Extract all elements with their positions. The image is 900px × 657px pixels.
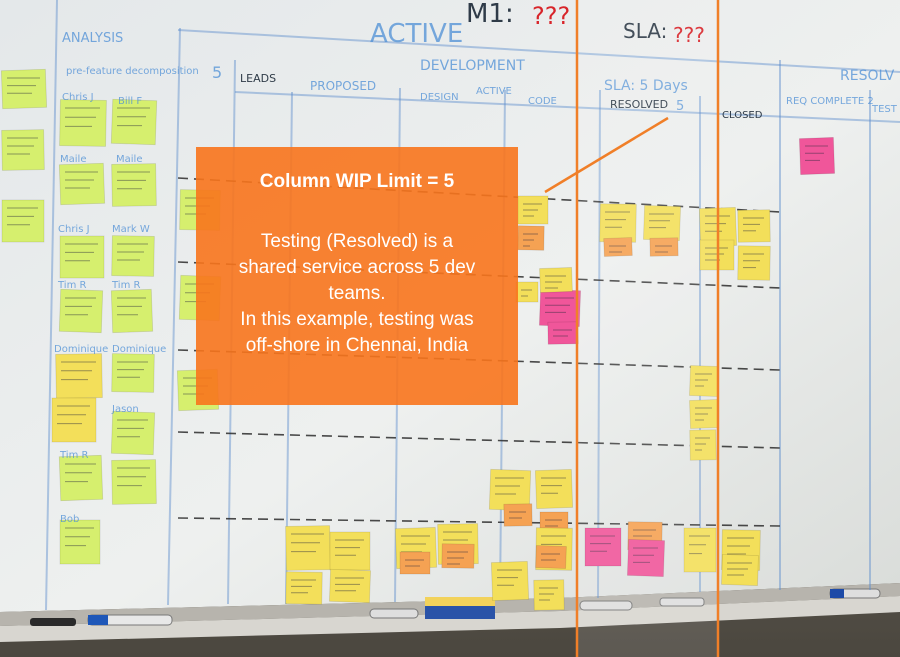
resolved-column-highlight — [575, 0, 720, 657]
resolved-label: RESOLVED — [610, 98, 668, 111]
sticky-note — [111, 235, 155, 277]
test-label: TEST — [871, 104, 898, 115]
sticky-note — [538, 288, 582, 328]
sticky-note — [584, 527, 622, 567]
sticky-note — [1, 129, 45, 171]
sticky-note — [111, 459, 157, 505]
sticky-note — [490, 560, 530, 602]
sticky-note — [0, 68, 48, 110]
analysis-name-label: Tim R — [111, 280, 140, 291]
sticky-note — [721, 553, 759, 587]
sticky-note — [399, 551, 431, 575]
header-sla-value: ??? — [673, 23, 705, 47]
sticky-note — [285, 525, 331, 571]
resolved-limit: 5 — [676, 99, 684, 114]
sticky-note — [329, 568, 371, 604]
wip-limit-callout: Column WIP Limit = 5 Testing (Resolved) … — [196, 147, 518, 405]
sticky-note — [111, 163, 157, 207]
analysis-name-label: Maile — [116, 154, 142, 165]
sticky-note — [503, 503, 533, 527]
sticky-note — [1, 199, 45, 243]
callout-line-1: Testing (Resolved) is a — [260, 231, 454, 252]
sticky-notes — [0, 68, 836, 611]
analysis-name-label: Tim R — [59, 450, 88, 461]
sticky-note — [111, 353, 155, 393]
callout-body: Testing (Resolved) is a shared service a… — [196, 229, 518, 359]
sticky-note — [626, 538, 666, 578]
callout-pointer — [544, 116, 669, 194]
sticky-note — [737, 245, 771, 281]
sticky-note — [534, 468, 574, 510]
analysis-name-label: Dominique — [54, 344, 108, 355]
sticky-note — [737, 209, 771, 243]
sticky-note — [59, 519, 101, 565]
header-active: ACTIVE — [370, 19, 463, 49]
analysis-name-label: Chris J — [62, 92, 94, 103]
active-label: ACTIVE — [476, 86, 512, 97]
callout-line-5: off-shore in Chennai, India — [245, 335, 469, 356]
callout-line-3: teams. — [328, 283, 386, 304]
sticky-note — [51, 397, 97, 443]
leads-label: LEADS — [240, 72, 276, 85]
sticky-note — [441, 543, 475, 569]
analysis-sub: pre-feature decomposition — [66, 66, 199, 77]
sticky-note — [110, 410, 156, 456]
sticky-note — [547, 321, 579, 345]
analysis-name-label: Mark W — [112, 224, 150, 235]
sticky-note — [285, 571, 323, 605]
analysis-name-label: Tim R — [57, 280, 86, 291]
sticky-note — [603, 237, 633, 257]
sticky-note — [55, 353, 103, 399]
proposed-label: PROPOSED — [310, 79, 376, 93]
design-label: DESIGN — [420, 92, 459, 103]
sticky-note — [798, 137, 836, 175]
sticky-note — [683, 527, 717, 573]
analysis-name-label: Bill F — [118, 96, 142, 107]
sticky-note — [58, 162, 106, 206]
analysis-name-label: Maile — [60, 154, 86, 165]
sticky-note — [539, 267, 573, 293]
closed-label: CLOSED — [722, 110, 763, 121]
sticky-note — [58, 454, 104, 502]
row-5-label: 5 — [212, 63, 222, 82]
header-m1: M1: — [466, 0, 514, 29]
header-m1-value: ??? — [532, 2, 570, 30]
code-label: CODE — [528, 96, 557, 107]
sticky-note — [689, 429, 717, 461]
sticky-note — [59, 235, 105, 279]
sticky-note — [59, 99, 107, 147]
callout-title: Column WIP Limit = 5 — [259, 171, 455, 192]
analysis-name-label: Bob — [60, 514, 79, 525]
analysis-name-label: Dominique — [112, 344, 166, 355]
sticky-note — [517, 195, 549, 225]
sticky-note — [58, 288, 104, 334]
development-label: DEVELOPMENT — [420, 58, 525, 74]
resolve-label: RESOLV — [840, 68, 895, 84]
sticky-note — [533, 579, 565, 611]
analysis-name-label: Jason — [111, 404, 139, 415]
callout-line-2: shared service across 5 dev — [238, 257, 476, 278]
sticky-note — [110, 98, 158, 146]
sla-5-days: SLA: 5 Days — [604, 78, 688, 94]
tray-items — [30, 588, 881, 626]
header-sla: SLA: — [623, 19, 667, 43]
analysis-label: ANALYSIS — [62, 31, 123, 46]
callout-line-4: In this example, testing was — [240, 309, 474, 330]
sticky-note — [110, 288, 154, 334]
sticky-note — [515, 281, 539, 303]
analysis-name-label: Chris J — [58, 224, 90, 235]
req-complete-label: REQ COMPLETE 2 — [786, 96, 874, 107]
sticky-note — [649, 237, 679, 257]
sticky-note — [329, 531, 371, 571]
sticky-note — [517, 225, 545, 251]
sticky-note — [535, 545, 567, 569]
